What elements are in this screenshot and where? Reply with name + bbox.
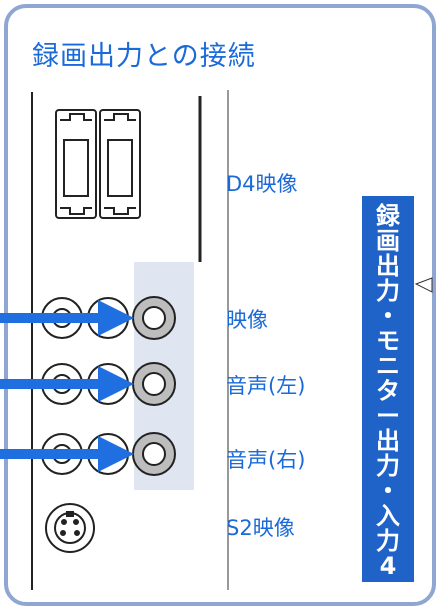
banner-char: 入 (376, 502, 400, 530)
label-audio-right: 音声(右) (226, 448, 306, 472)
arrow-video (0, 300, 134, 336)
banner-char: タ (376, 377, 400, 405)
banner-char: 録 (376, 202, 400, 230)
banner-char: 力 (376, 527, 400, 555)
d4-connector (55, 109, 141, 219)
banner-char: モ (376, 327, 400, 355)
label-video: 映像 (226, 308, 268, 332)
card-title: 録画出力との接続 (32, 41, 256, 72)
arrow-audio-right (0, 436, 134, 472)
banner-char: ・ (376, 302, 400, 330)
label-d4-video: D4映像 (226, 172, 298, 196)
banner-char: ニ (376, 352, 400, 380)
arrow-audio-left (0, 366, 134, 402)
banner-char: 画 (376, 227, 400, 255)
banner-char: ・ (376, 477, 400, 505)
banner-char: ー (376, 402, 400, 430)
banner-char: 力 (376, 277, 400, 305)
banner-char: 4 (379, 552, 397, 580)
banner-char: 出 (376, 252, 400, 280)
label-audio-left: 音声(左) (226, 374, 306, 398)
callout-pointer (414, 277, 433, 293)
s-video-jack (45, 503, 95, 553)
banner-char: 力 (376, 452, 400, 480)
banner-char: 出 (376, 427, 400, 455)
vertical-banner: 録 画 出 力 ・ モ ニ タ ー 出 力 ・ 入 力 4 (362, 196, 414, 582)
label-s2-video: S2映像 (226, 516, 295, 540)
